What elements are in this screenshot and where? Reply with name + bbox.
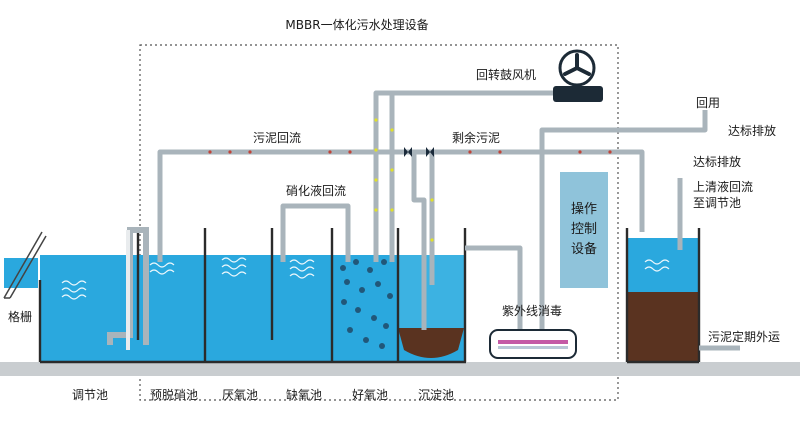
tank-label-aerobic: 好氧池 [351, 388, 389, 402]
tank-walls [38, 228, 701, 364]
storage-tank-sludge [627, 292, 699, 362]
discharge-top-label: 达标排放 [728, 124, 777, 138]
grille [3, 231, 47, 299]
control-label-3: 设备 [570, 242, 597, 257]
inlet-channel [4, 258, 38, 288]
sludge-out-label: 污泥定期外运 [708, 330, 781, 344]
lift-pipe-inner [126, 230, 130, 350]
tank-label-predenitrification: 预脱硝池 [149, 388, 199, 402]
grille-label: 格栅 [8, 310, 33, 324]
base-slab [0, 362, 800, 376]
valves [404, 147, 434, 157]
air-flow-markers [374, 118, 434, 242]
control-panel: 操作 控制 设备 [560, 172, 608, 288]
diagram-title: MBBR一体化污水处理设备 [285, 18, 429, 32]
tank-label-regulation: 调节池 [71, 388, 109, 402]
nitrate-return-label: 硝化液回流 [286, 184, 347, 198]
water-waves [61, 257, 670, 300]
control-label-2: 控制 [570, 222, 597, 237]
return-flow-markers [208, 150, 612, 154]
excess-sludge-label: 剩余污泥 [452, 131, 501, 145]
discharge-right-label: 达标排放 [693, 155, 742, 169]
blower-unit [553, 49, 603, 102]
storage-tank-water [627, 238, 699, 292]
supernatant-label-1: 上清液回流 [693, 180, 754, 194]
equipment-boundary [139, 44, 619, 401]
uv-unit [489, 329, 577, 359]
mbbr-media [340, 259, 393, 349]
sludge-return-label: 污泥回流 [253, 131, 302, 145]
tank-label-anaerobic: 厌氧池 [221, 388, 259, 402]
supernatant-label-2: 至调节池 [693, 196, 742, 210]
tank-label-anoxic: 缺氧池 [285, 388, 323, 402]
tank-label-settling: 沉淀池 [417, 388, 455, 402]
uv-label: 紫外线消毒 [502, 304, 563, 318]
clarifier-sludge [398, 328, 464, 358]
control-label-1: 操作 [570, 202, 597, 217]
blower-label: 回转鼓风机 [476, 68, 537, 82]
reuse-label: 回用 [696, 96, 721, 110]
pipe-network [157, 90, 740, 351]
